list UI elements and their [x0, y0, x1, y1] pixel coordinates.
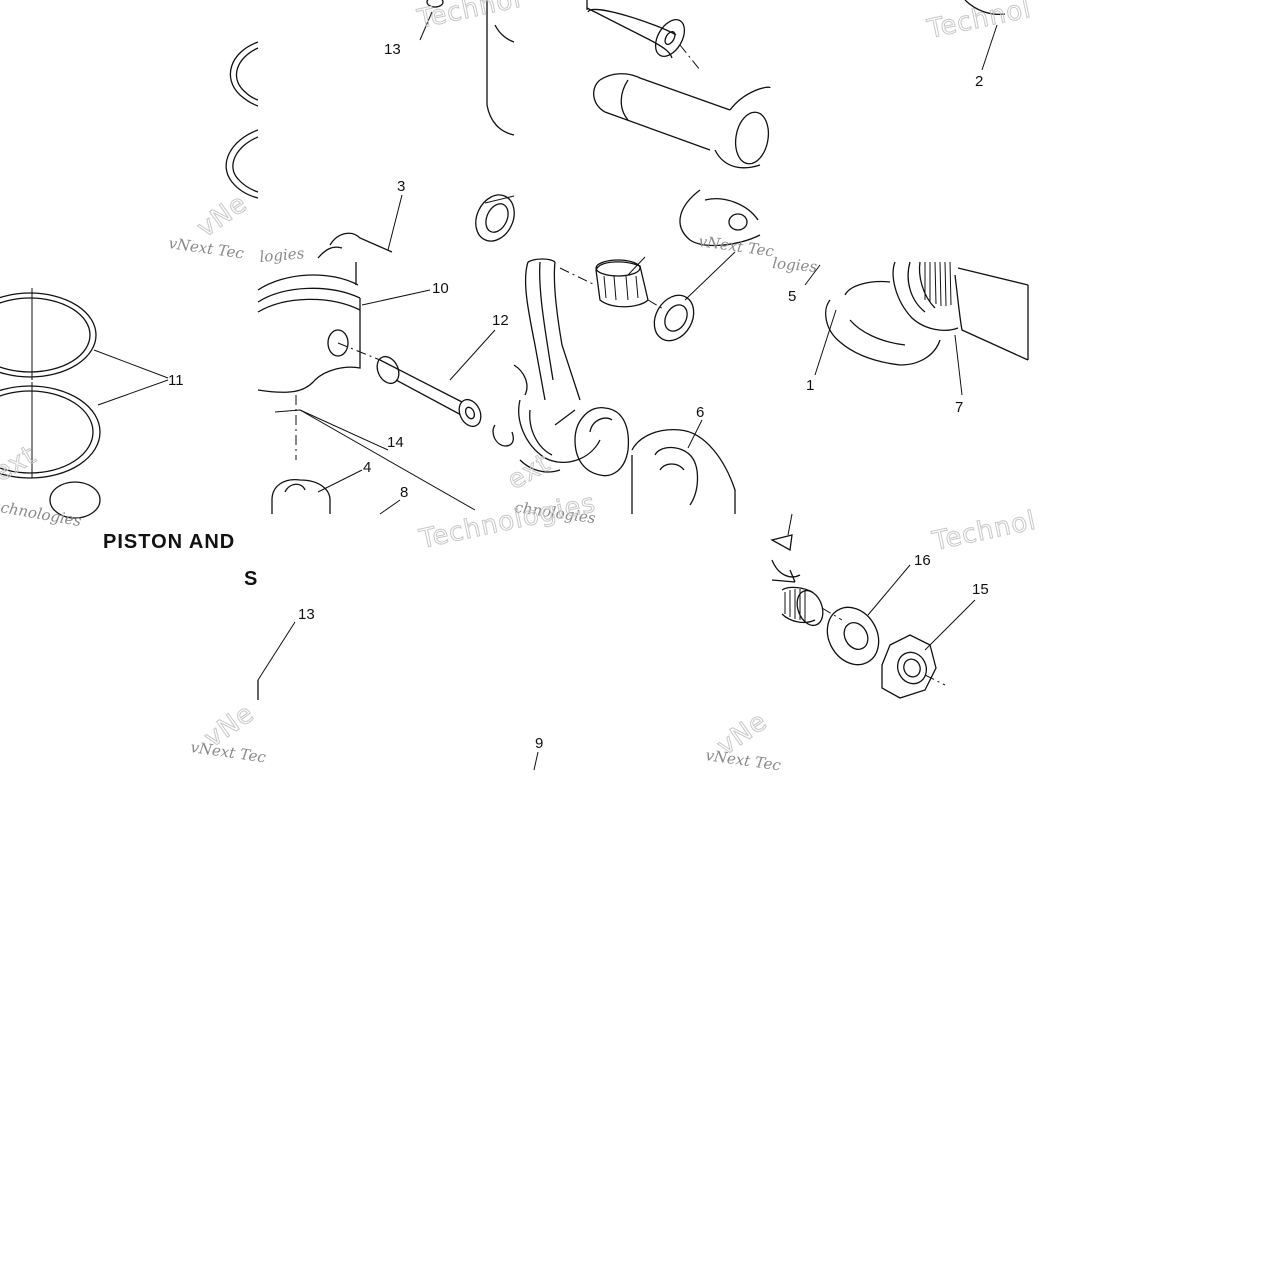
connecting-rod-small-end — [593, 73, 771, 247]
title-line-1: PISTON AND — [103, 531, 235, 553]
callout-13-upper: 13 — [384, 41, 401, 58]
watermark-top-center: Technol — [414, 0, 524, 35]
leader-9 — [533, 751, 539, 771]
piston-ring-upper-pair — [225, 41, 259, 199]
watermark-mid-ext: ext — [503, 448, 556, 496]
callout-1: 1 — [806, 377, 814, 394]
watermark-top-right: Technol — [924, 0, 1034, 45]
callout-12: 12 — [492, 312, 509, 329]
watermark-lower-left-chno: chnologies — [0, 498, 83, 530]
part-3-dowel — [317, 194, 403, 259]
piston-rings-11 — [0, 288, 169, 519]
piston-body-upper — [486, 0, 515, 136]
threaded-stud — [781, 586, 843, 627]
circlip-lower — [257, 621, 296, 700]
bearing-washer-upper — [475, 194, 515, 242]
callout-labels: 13 2 3 10 5 12 11 1 7 6 14 4 8 16 15 13 … — [168, 41, 989, 752]
watermark-center: Technologies — [416, 488, 598, 555]
connecting-rod-body — [513, 258, 601, 473]
leader-lines-14-8 — [274, 409, 476, 515]
watermark-right-lower: Technol — [929, 506, 1039, 557]
watermark-right-logies: logies — [772, 254, 819, 276]
watermark-left-vne: vNe — [192, 188, 253, 243]
callout-11: 11 — [168, 372, 184, 389]
callout-4: 4 — [363, 459, 371, 476]
watermark-logies-left: logies — [259, 244, 306, 266]
callout-7: 7 — [955, 399, 963, 416]
needle-bearing-4 — [271, 469, 363, 514]
hex-nut-15 — [881, 599, 976, 699]
circlip-upper — [419, 0, 444, 41]
callout-2: 2 — [975, 73, 983, 90]
watermark-center-right: vNext Tec — [697, 232, 775, 260]
title-line-2: S — [244, 568, 258, 590]
callout-10: 10 — [432, 280, 449, 297]
wrist-pin-upper — [586, 0, 701, 71]
callout-16: 16 — [914, 552, 931, 569]
callout-15: 15 — [972, 581, 989, 598]
lock-washer-16 — [826, 564, 911, 666]
piston-10 — [257, 262, 431, 460]
wrist-pin-12 — [376, 329, 514, 447]
diagram-title: PISTON AND S — [103, 531, 258, 590]
callout-14: 14 — [387, 434, 404, 451]
callout-8: 8 — [400, 484, 408, 501]
callout-3: 3 — [397, 178, 405, 195]
crank-web-6 — [574, 407, 736, 514]
bearing-cage — [559, 251, 736, 342]
crankshaft-right — [804, 261, 1029, 396]
watermarks: Technol Technol vNext Tec vNe logies vNe… — [0, 0, 1040, 775]
crankshaft-upper — [964, 0, 1006, 71]
callout-9: 9 — [535, 735, 543, 752]
callout-5: 5 — [788, 288, 796, 305]
stub-shaft-lower — [770, 513, 801, 583]
callout-13-lower: 13 — [298, 606, 315, 623]
watermark-lower-left-ext: ext — [0, 440, 42, 488]
callout-6: 6 — [696, 404, 704, 421]
